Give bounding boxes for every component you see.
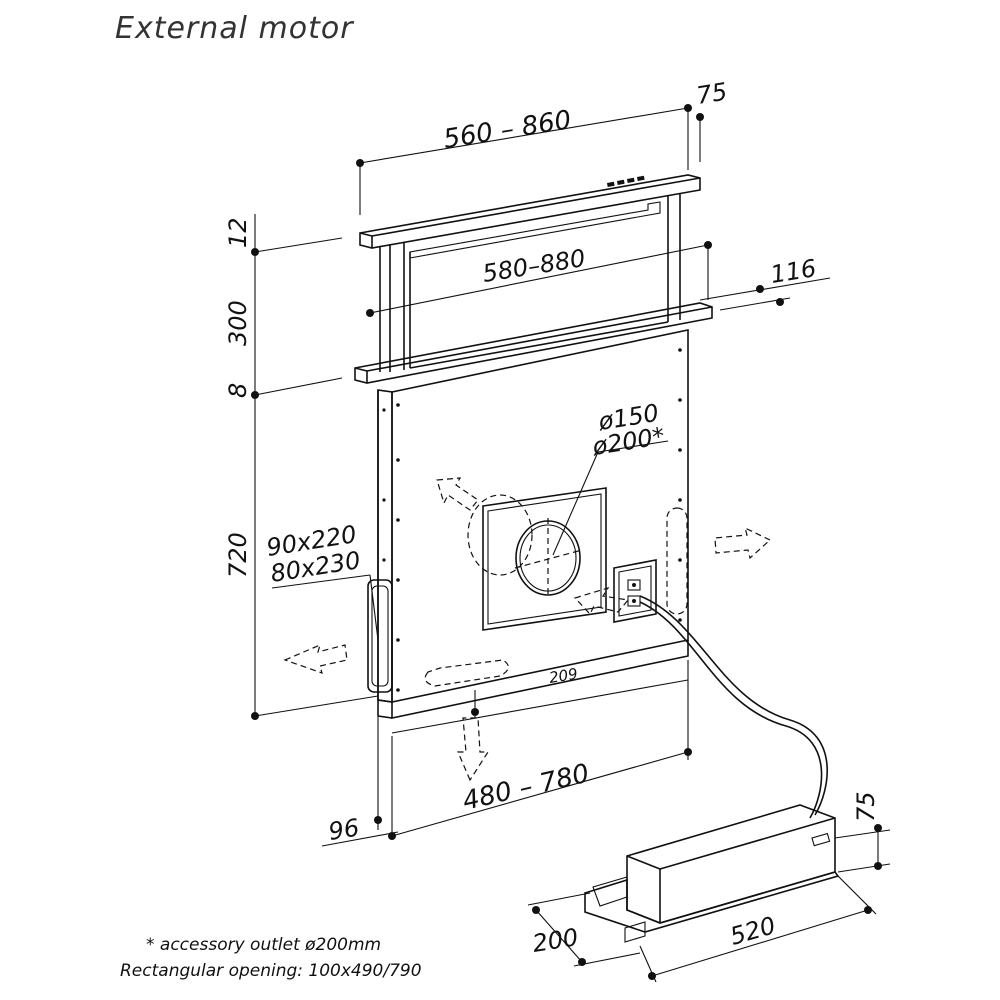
label-lid-thickness: 12 [224,217,252,248]
airflow-arrows [283,477,772,782]
drawing-title: External motor [115,11,354,46]
hood-body [367,329,689,719]
label-motor-height: 75 [852,791,880,822]
label-top-width: 560 – 860 [441,105,573,155]
label-side-depth: 116 [769,254,819,289]
label-lift-height: 300 [224,300,252,346]
bottom-opening [424,659,509,687]
label-inner-width: 580–880 [481,244,588,288]
note-accessory: * accessory outlet ø200mm [146,935,381,955]
external-motor [584,804,840,943]
label-bottom-opening: 209 [548,665,579,687]
dimension-lines [251,104,891,983]
label-trim-thickness: 8 [224,383,252,398]
note-opening: Rectangular opening: 100x490/790 [120,961,422,981]
screw-holes [382,348,682,692]
arrow-down-icon [457,717,490,782]
label-motor-depth: 200 [531,923,581,958]
junction-box [613,559,657,623]
control-buttons [607,175,645,187]
label-body-width: 480 – 780 [460,759,592,817]
right-side-opening [666,507,688,615]
label-motor-length: 520 [727,911,779,951]
power-cable [639,595,828,816]
worktop-trim [354,302,713,384]
arrow-upleft-icon [436,477,479,511]
arrow-left-icon [283,643,348,674]
left-side-opening [367,579,393,693]
arrow-right-icon [714,526,772,560]
label-body-height: 720 [224,532,252,578]
hood-lid [359,174,701,259]
outlet-plate [482,487,607,631]
label-top-depth: 75 [695,77,730,109]
label-body-depth: 96 [327,813,362,845]
